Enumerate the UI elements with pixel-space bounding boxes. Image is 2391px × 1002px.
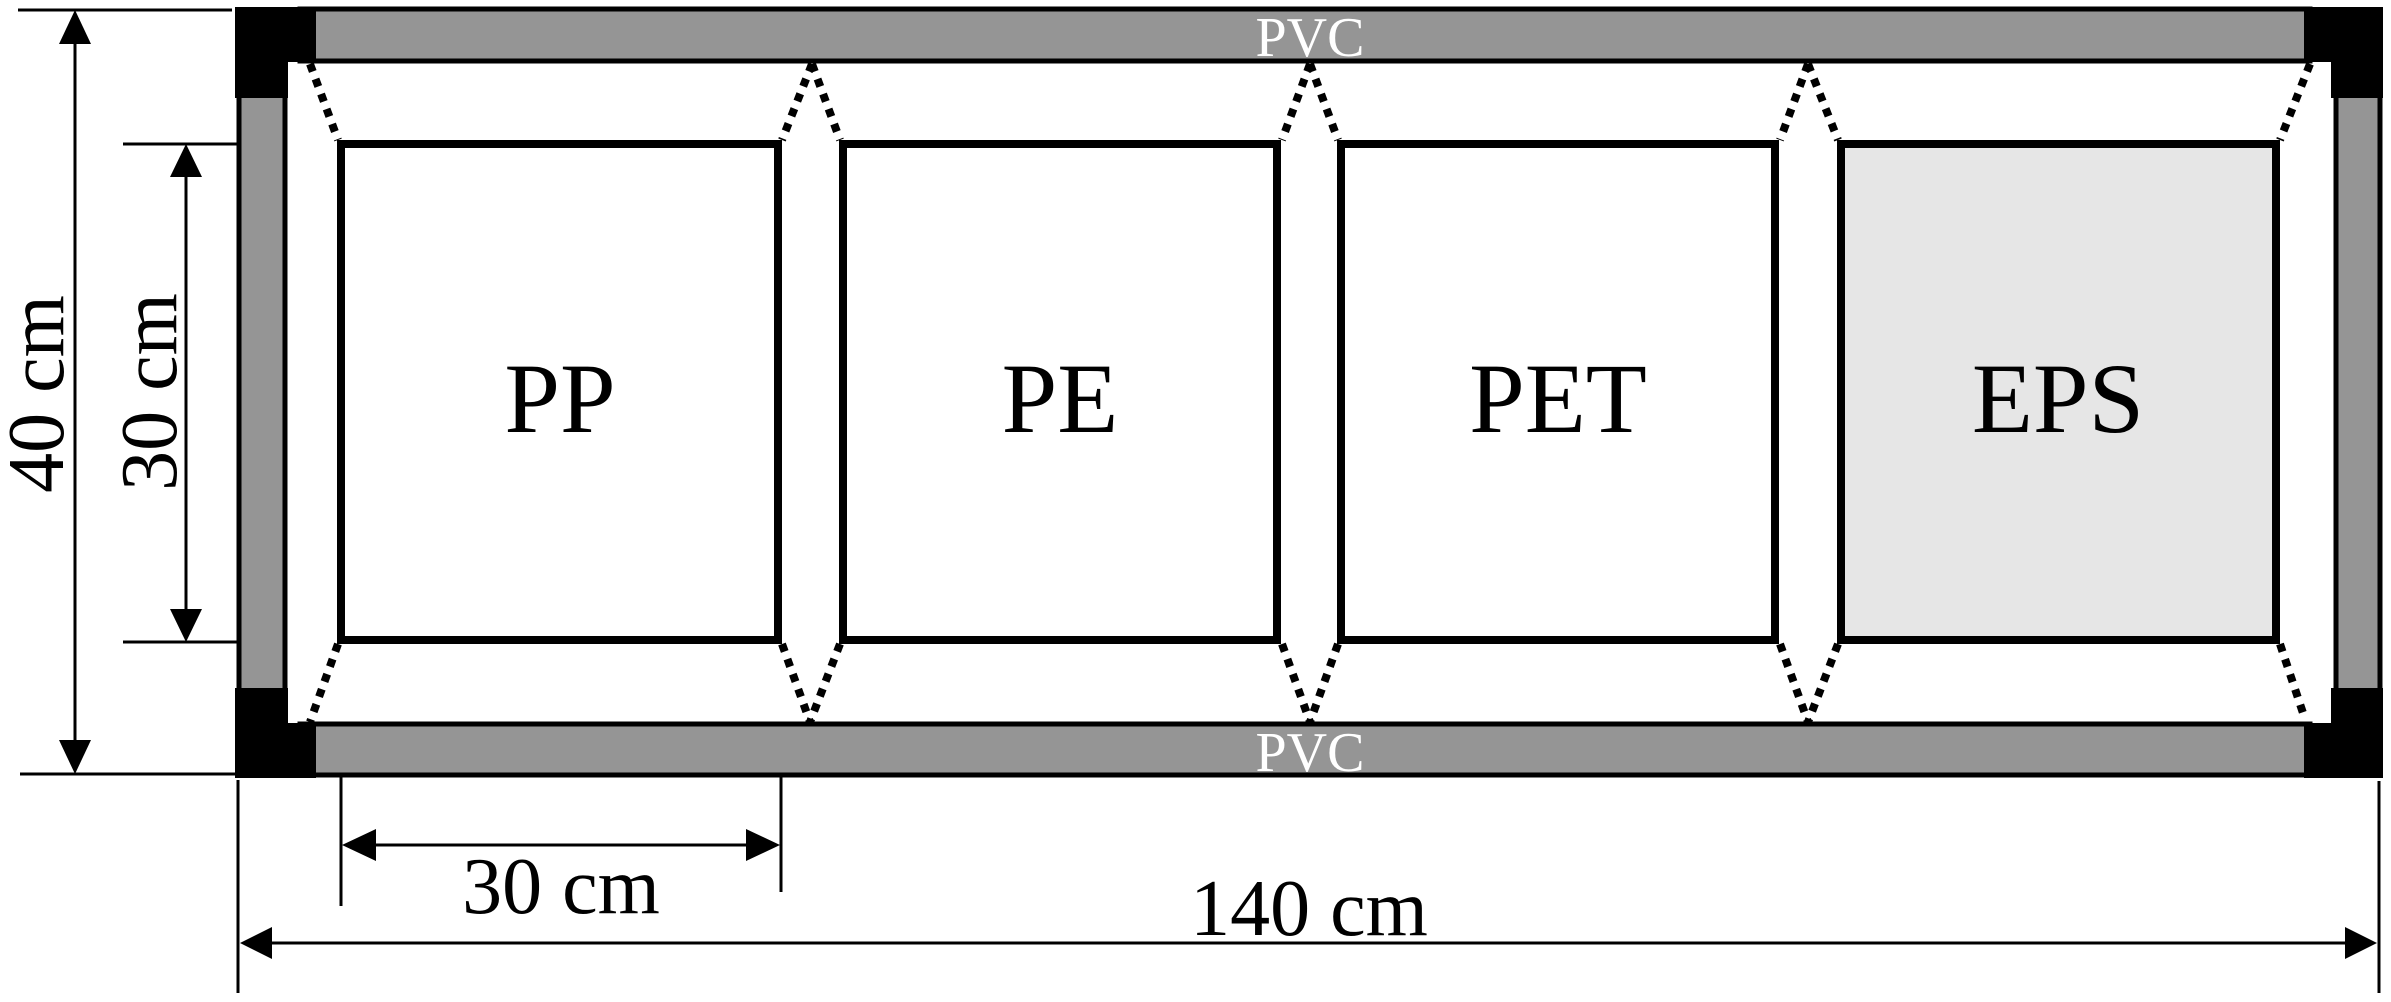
- corner-joint-top-right: [2304, 7, 2383, 98]
- dimension-labels: 40 cm 30 cm 30 cm 140 cm: [0, 293, 1428, 953]
- sample-width-label: 30 cm: [462, 843, 660, 931]
- corner-joint-bottom-right: [2304, 688, 2383, 778]
- dimension-arrowheads: [59, 10, 2377, 959]
- bottom-pvc-bar: [297, 721, 2313, 778]
- sample-label-pp: PP: [504, 343, 615, 454]
- arrow-right-icon: [2345, 927, 2377, 959]
- top-pvc-label: PVC: [1256, 7, 1365, 69]
- sample-label-pet: PET: [1469, 343, 1647, 454]
- sample-box-eps: EPS: [1837, 140, 2280, 644]
- overall-height-label: 40 cm: [0, 295, 81, 493]
- sample-boxes: PP PE PET EPS: [337, 140, 2280, 644]
- sample-label-pe: PE: [1002, 343, 1119, 454]
- sample-box-pet: PET: [1337, 140, 1779, 644]
- sample-label-eps: EPS: [1972, 343, 2144, 454]
- dotted-supports: [306, 62, 2314, 724]
- right-frame-bar: [2333, 87, 2383, 703]
- arrow-left-icon: [240, 927, 272, 959]
- sample-box-pe: PE: [839, 140, 1281, 644]
- arrow-right-icon: [746, 829, 780, 861]
- arrow-up-icon: [59, 10, 91, 44]
- arrow-left-icon: [342, 829, 376, 861]
- sample-height-label: 30 cm: [106, 293, 194, 491]
- sample-box-pp: PP: [337, 140, 782, 644]
- overall-width-label: 140 cm: [1190, 865, 1428, 953]
- arrow-down-icon: [170, 609, 202, 642]
- corner-joint-top-left: [235, 7, 316, 98]
- bottom-pvc-label: PVC: [1256, 722, 1365, 784]
- arrow-down-icon: [59, 740, 91, 774]
- arrow-up-icon: [170, 144, 202, 177]
- pvc-frame: PVC PVC: [235, 6, 2383, 784]
- dimensions: [18, 8, 2381, 993]
- left-frame-bar: [236, 87, 288, 703]
- corner-joint-bottom-left: [235, 688, 316, 778]
